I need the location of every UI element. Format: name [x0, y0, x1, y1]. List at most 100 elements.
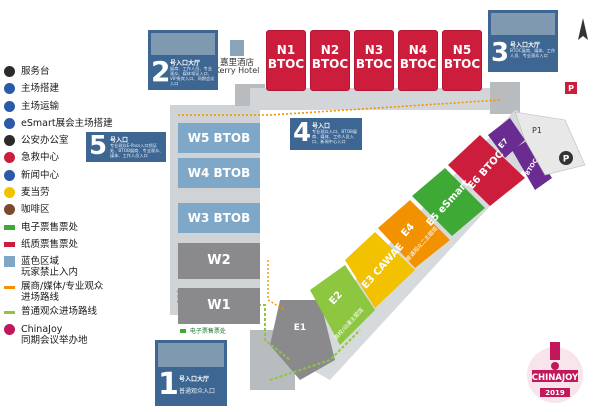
hall-name: N5 — [452, 43, 472, 57]
build-icon — [4, 83, 15, 95]
p-badge-north — [565, 82, 577, 94]
legend-label: 急救中心 — [21, 152, 60, 164]
legend-item: 电子票售票处 — [4, 222, 154, 239]
hall-type: BTOC — [355, 57, 393, 71]
hall-e2 — [310, 265, 375, 345]
eticket-icon — [4, 224, 15, 230]
service-desk-icon — [4, 66, 15, 77]
hall-e6 — [448, 135, 525, 206]
hall-type: BTOC — [399, 57, 437, 71]
legend-label: 电子票售票处 — [21, 221, 79, 233]
entrance-3-photo — [491, 13, 555, 35]
entrance-2-desc: 展商、工作人员、专业观众、媒体领证入口、VIP贵宾入口、同期会议入口 — [170, 66, 215, 86]
legend-label: 咖啡区 — [21, 204, 50, 216]
entrance-3-card: 3 号入口大厅 BTOC展商、媒体、工作人员、专业观众入口 — [488, 10, 558, 72]
entrance-3-desc: BTOC展商、媒体、工作人员、专业观众入口 — [510, 48, 556, 58]
news-icon — [4, 169, 15, 181]
entrance-1-desc: 普通观众入口 — [179, 388, 216, 395]
parking-icon-letter: P — [563, 155, 570, 165]
legend-label: eSmart展会主场搭建 — [21, 117, 113, 129]
legend-item: 麦当劳 — [4, 187, 154, 204]
north-east-block — [490, 82, 520, 114]
hall-name: N2 — [320, 43, 340, 57]
parking-p1-label: P1 — [532, 126, 542, 135]
legend-item: 主场搭建 — [4, 83, 154, 100]
hotel-name-zh: 嘉里酒店 — [219, 58, 254, 68]
eticket-label-text: 电子票售票处 — [189, 328, 226, 335]
first-aid-icon — [4, 152, 15, 164]
hall-e1-label: E1 — [294, 323, 306, 333]
legend-label: 蓝色区域 玩家禁止入内 — [21, 256, 79, 279]
legend-label: 主场运输 — [21, 100, 60, 112]
mcdonalds-icon — [4, 187, 15, 199]
parking-icon — [559, 151, 573, 165]
paper-ticket-icon — [4, 241, 15, 247]
entrance-3-number: 3 — [491, 38, 510, 68]
entrance-3-title: 号入口大厅 — [510, 42, 541, 49]
entrance-1-title: 号入口大厅 — [179, 376, 210, 383]
entrance-1-card: 1 号入口大厅 普通观众入口 — [155, 340, 227, 406]
hall-e7-btoc — [512, 140, 552, 190]
legend-item: 公安办公室 — [4, 135, 154, 152]
entrance-5-desc: 专业观众E-Pass入口领证处、BTOB展商、专业观众、媒体、工作人员入口 — [110, 143, 164, 158]
hall-name: N1 — [276, 43, 296, 57]
legend-label: ChinaJoy 同期会议举办地 — [21, 323, 88, 346]
legend-label: 主场搭建 — [21, 83, 60, 95]
chinajoy-conf-icon — [4, 323, 15, 335]
legend-label: 公安办公室 — [21, 135, 69, 147]
hall-type: BTOC — [311, 57, 349, 71]
entrance-1-number: 1 — [158, 367, 179, 402]
orange-route-1 — [178, 99, 501, 116]
entrance-5-number: 5 — [89, 131, 108, 161]
entrance-2-photo — [151, 33, 215, 55]
hall-w5: W5 BTOB — [178, 123, 260, 153]
chinajoy-logo: CHINAJOY 2019 — [527, 342, 583, 403]
entrance-5-card: 5 号入口 专业观众E-Pass入口领证处、BTOB展商、专业观众、媒体、工作人… — [86, 132, 166, 162]
legend-item: 普通观众进场路线 — [4, 306, 154, 323]
legend-label: 展商/媒体/专业观众 进场路线 — [21, 281, 104, 304]
hall-e5 — [412, 168, 485, 236]
orange-route-icon — [4, 286, 15, 290]
green-route-icon — [4, 311, 15, 315]
orange-route-2 — [267, 260, 286, 311]
legend-item: 蓝色区域 玩家禁止入内 — [4, 256, 154, 281]
legend-item: 展商/媒体/专业观众 进场路线 — [4, 281, 154, 306]
entrance-4-card: 4 号入口 专业观众入口、BTOB展商、媒体、工作人员入口、新闻中心入口 — [290, 118, 362, 150]
hall-w3: W3 BTOB — [178, 203, 260, 233]
kerry-hotel: 嘉里酒店 Kerry Hotel — [210, 40, 264, 75]
entrance-2-number: 2 — [151, 55, 171, 88]
legend-item: ChinaJoy 同期会议举办地 — [4, 323, 154, 349]
hall-e1 — [270, 300, 335, 380]
hall-type: BTOC — [267, 57, 305, 71]
hall-w4: W4 BTOB — [178, 158, 260, 188]
legend-item: 主场运输 — [4, 100, 154, 118]
legend-item: 急救中心 — [4, 152, 154, 169]
legend-label: 服务台 — [21, 66, 50, 77]
legend-label: 纸质票售票处 — [21, 238, 79, 250]
hall-w2: W2 — [178, 243, 260, 279]
entrance-2-title: 号入口大厅 — [170, 60, 201, 67]
p-badge-north-letter: P — [568, 84, 574, 93]
hall-name: N3 — [364, 43, 384, 57]
legend-item: 新闻中心 — [4, 169, 154, 187]
entrance-2-card: 2 号入口大厅 展商、工作人员、专业观众、媒体领证入口、VIP贵宾入口、同期会议… — [148, 30, 218, 90]
hotel-icon — [230, 40, 244, 56]
green-route-1 — [269, 329, 361, 381]
legend: 服务台主场搭建主场运输 eSmart展会主场搭建公安办公室急救中心新闻中心麦当劳咖… — [4, 66, 154, 349]
hall-w1: W1 — [178, 288, 260, 324]
legend-item: eSmart展会主场搭建 — [4, 117, 154, 135]
hall-type: BTOC — [443, 57, 481, 71]
hall-e4 — [378, 200, 450, 268]
chinajoy-logo-text: CHINAJOY — [532, 373, 579, 383]
cafe-icon — [4, 204, 15, 216]
legend-item: 服务台 — [4, 66, 154, 83]
legend-item: 纸质票售票处 — [4, 239, 154, 256]
legend-item: 咖啡区 — [4, 204, 154, 221]
hall-name: N4 — [408, 43, 428, 57]
eticket-label: 电子票售票处 — [180, 326, 226, 335]
